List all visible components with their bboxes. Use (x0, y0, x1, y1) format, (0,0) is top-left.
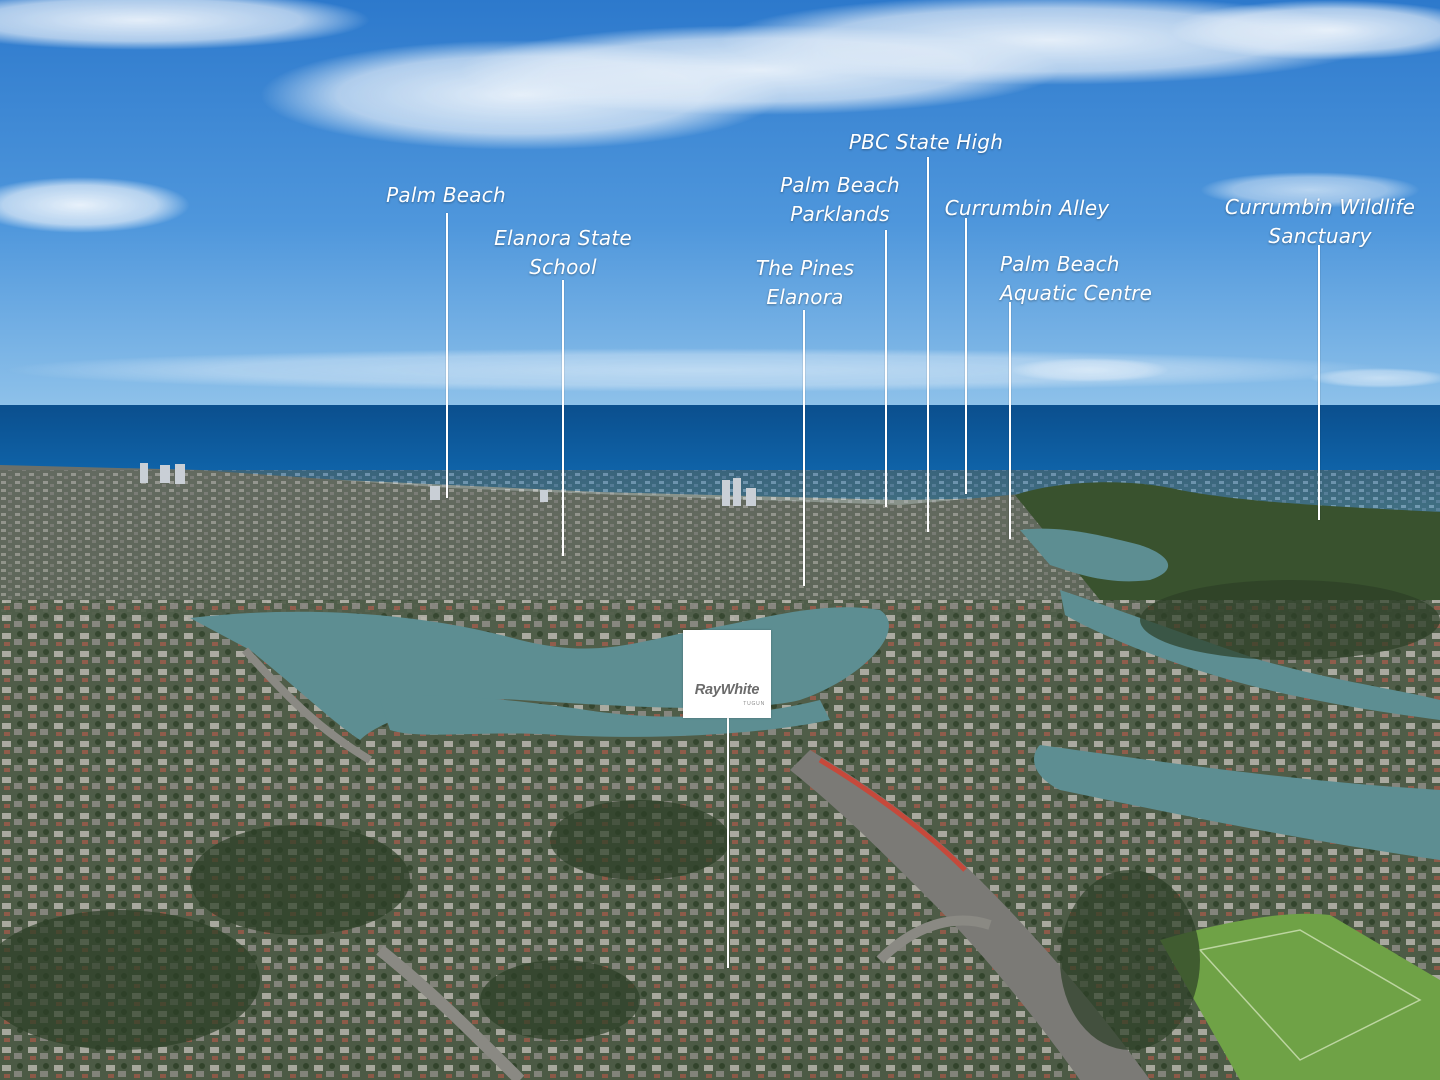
towers (140, 463, 756, 506)
pin-line-palm-beach (446, 213, 448, 498)
raywhite-logo-wordmark: RayWhite (694, 682, 760, 698)
pin-line-raywhite (727, 718, 729, 968)
label-palm-beach: Palm Beach (386, 183, 506, 207)
pin-line-pbc-state-high (927, 157, 929, 532)
label-pbc-state-high: PBC State High (848, 130, 1004, 154)
pin-line-palm-beach-parklands (885, 230, 887, 507)
label-currumbin-alley: Currumbin Alley (944, 196, 1110, 220)
label-currumbin-wildlife-sanctuary: Currumbin Wildlife Sanctuary (1224, 195, 1416, 248)
pin-line-palm-beach-aquatic-centre (1009, 302, 1011, 539)
pin-line-currumbin-wildlife-sanctuary (1318, 245, 1320, 520)
label-elanora-state-school: Elanora State School (494, 226, 632, 279)
label-palm-beach-parklands: Palm Beach Parklands (780, 173, 900, 226)
raywhite-logo-office: TUGUN (743, 701, 765, 707)
label-palm-beach-aquatic-centre: Palm Beach Aquatic Centre (1000, 252, 1153, 305)
clouds (0, 0, 1440, 392)
raywhite-logo: RayWhite TUGUN (683, 630, 771, 718)
pin-line-elanora-state-school (562, 280, 564, 556)
pin-line-currumbin-alley (965, 218, 967, 494)
trees (0, 580, 1440, 1050)
label-the-pines-elanora: The Pines Elanora (755, 256, 855, 309)
pin-line-the-pines-elanora (803, 310, 805, 586)
main-road (790, 750, 1150, 1080)
sports-field (1160, 913, 1440, 1080)
